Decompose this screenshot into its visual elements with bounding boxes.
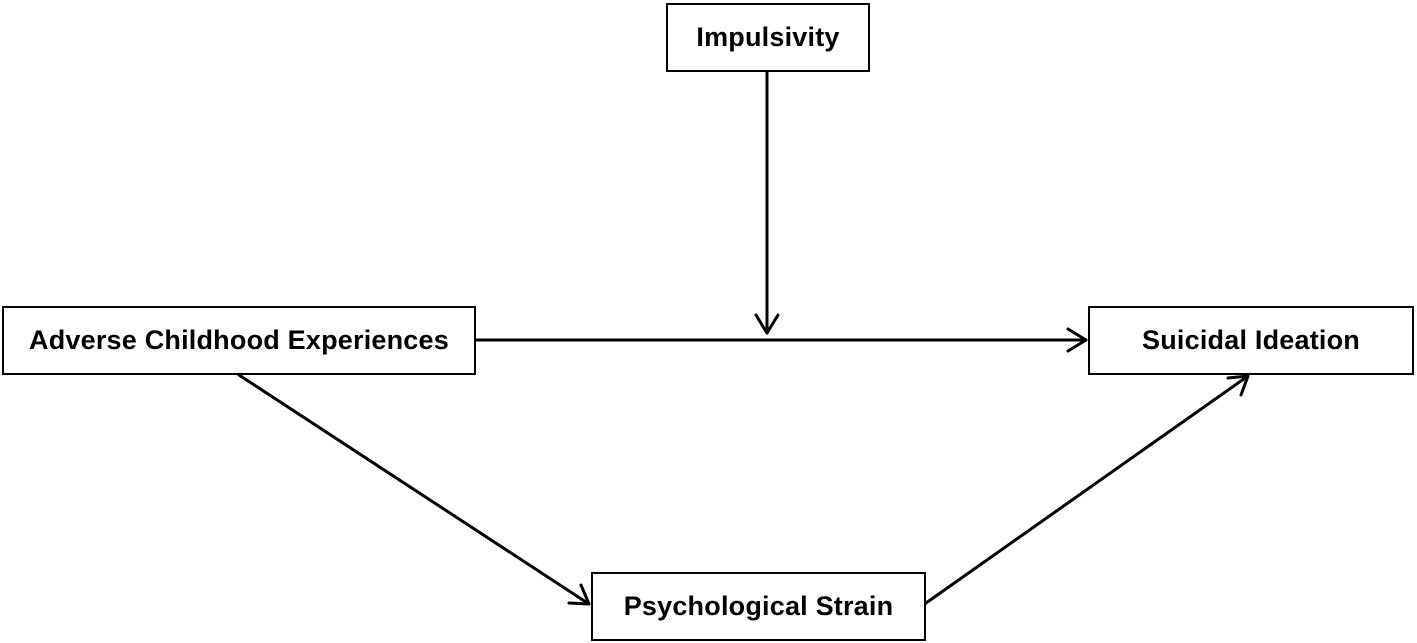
node-adverse-childhood-experiences: Adverse Childhood Experiences	[2, 306, 476, 375]
arrow-psychological-strain-to-suicidal-ideation	[924, 374, 1250, 605]
arrow-ace-to-suicidal-ideation	[474, 327, 1088, 353]
arrow-impulsivity-to-direct-path	[754, 70, 780, 335]
node-suicidal-ideation: Suicidal Ideation	[1088, 306, 1414, 375]
node-psychological-strain: Psychological Strain	[591, 572, 926, 641]
arrow-ace-to-psychological-strain	[237, 373, 591, 606]
node-impulsivity: Impulsivity	[666, 3, 870, 72]
